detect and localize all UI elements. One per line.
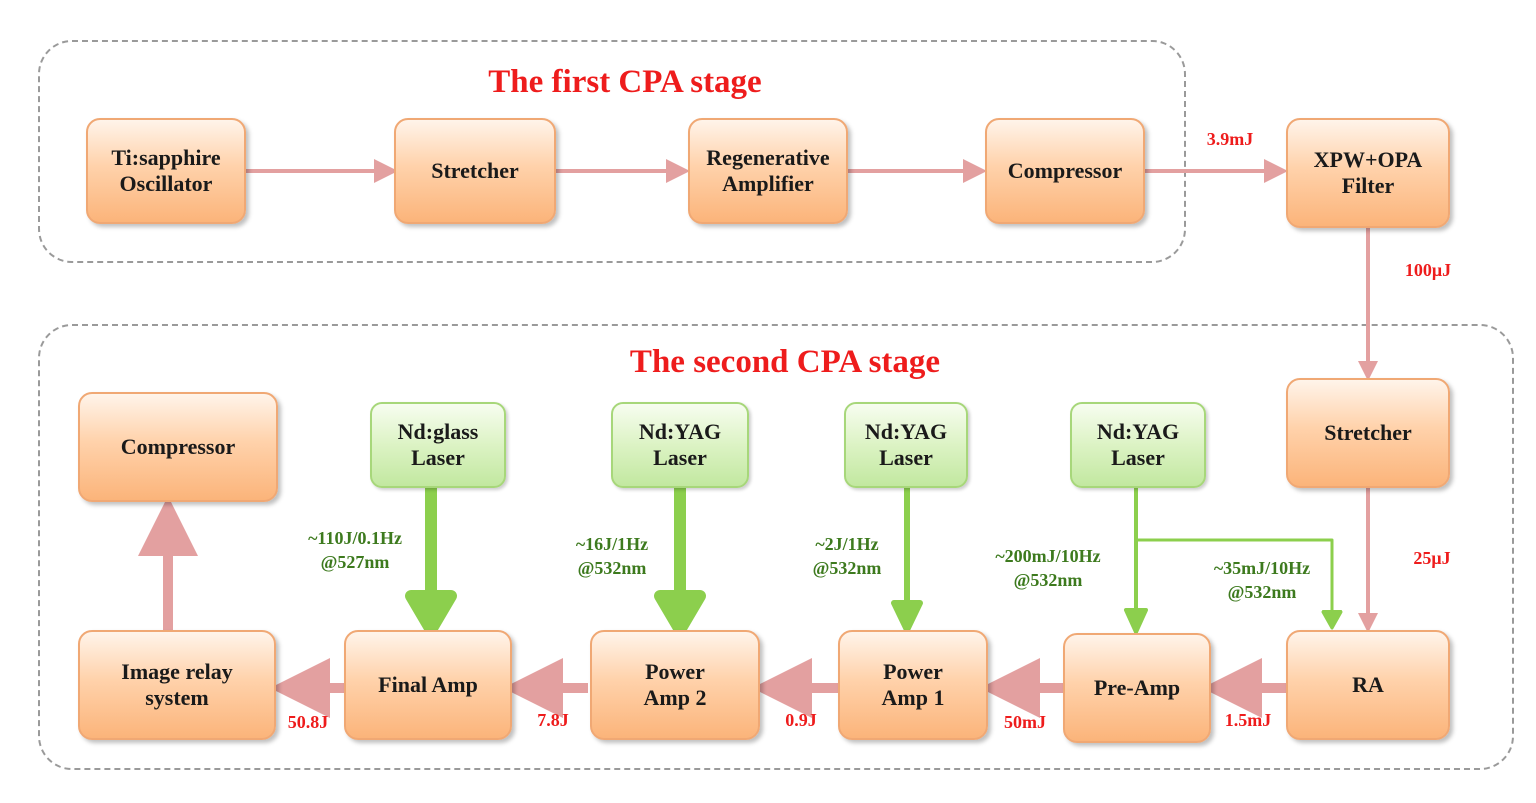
pump-spec-label: ~16J/1Hz @532nm [575,534,649,579]
image-relay-block: Image relay system [78,630,276,740]
energy-label: 50mJ [1004,712,1046,732]
pump-spec-label: ~110J/0.1Hz @527nm [308,528,402,573]
first-cpa-stage-frame [38,40,1186,263]
pump-arrow-pa2 [654,487,706,636]
energy-label: 3.9mJ [1206,129,1254,149]
pre-amp-block: Pre-Amp [1063,633,1211,743]
nd-yag-laser-pre-block: Nd:YAG Laser [1070,402,1206,488]
second-stage-title: The second CPA stage [629,344,941,380]
pump-arrow-ra-head [1322,610,1342,629]
pump-arrow-preamp [1124,487,1148,634]
pump-arrow-pa1 [891,487,923,633]
second-cpa-stage-frame [38,324,1514,770]
energy-label: 7.8J [537,710,569,730]
xpw-opa-filter-block: XPW+OPA Filter [1286,118,1450,228]
nd-yag-laser-pa1-block: Nd:YAG Laser [844,402,968,488]
ra-block: RA [1286,630,1450,740]
stretcher1-block: Stretcher [394,118,556,224]
energy-label: 1.5mJ [1224,710,1272,730]
regenerative-amplifier-block: Regenerative Amplifier [688,118,848,224]
final-amp-block: Final Amp [344,630,512,740]
compressor2-block: Compressor [78,392,278,502]
nd-yag-laser-pa2-block: Nd:YAG Laser [611,402,749,488]
energy-label: 25μJ [1413,548,1451,568]
first-stage-title: The first CPA stage [488,64,762,100]
power-amp1-block: Power Amp 1 [838,630,988,740]
energy-label: 0.9J [785,710,817,730]
stretcher2-block: Stretcher [1286,378,1450,488]
pump-spec-label: ~2J/1Hz @532nm [812,534,882,579]
oscillator-block: Ti:sapphire Oscillator [86,118,246,224]
pump-arrow-glass [405,487,457,636]
pump-spec-label: ~200mJ/10Hz @532nm [995,546,1101,591]
pump-spec-label: ~35mJ/10Hz @532nm [1213,558,1311,603]
energy-label: 100μJ [1404,260,1452,280]
compressor1-block: Compressor [985,118,1145,224]
energy-label: 50.8J [287,712,329,732]
nd-glass-laser-block: Nd:glass Laser [370,402,506,488]
power-amp2-block: Power Amp 2 [590,630,760,740]
